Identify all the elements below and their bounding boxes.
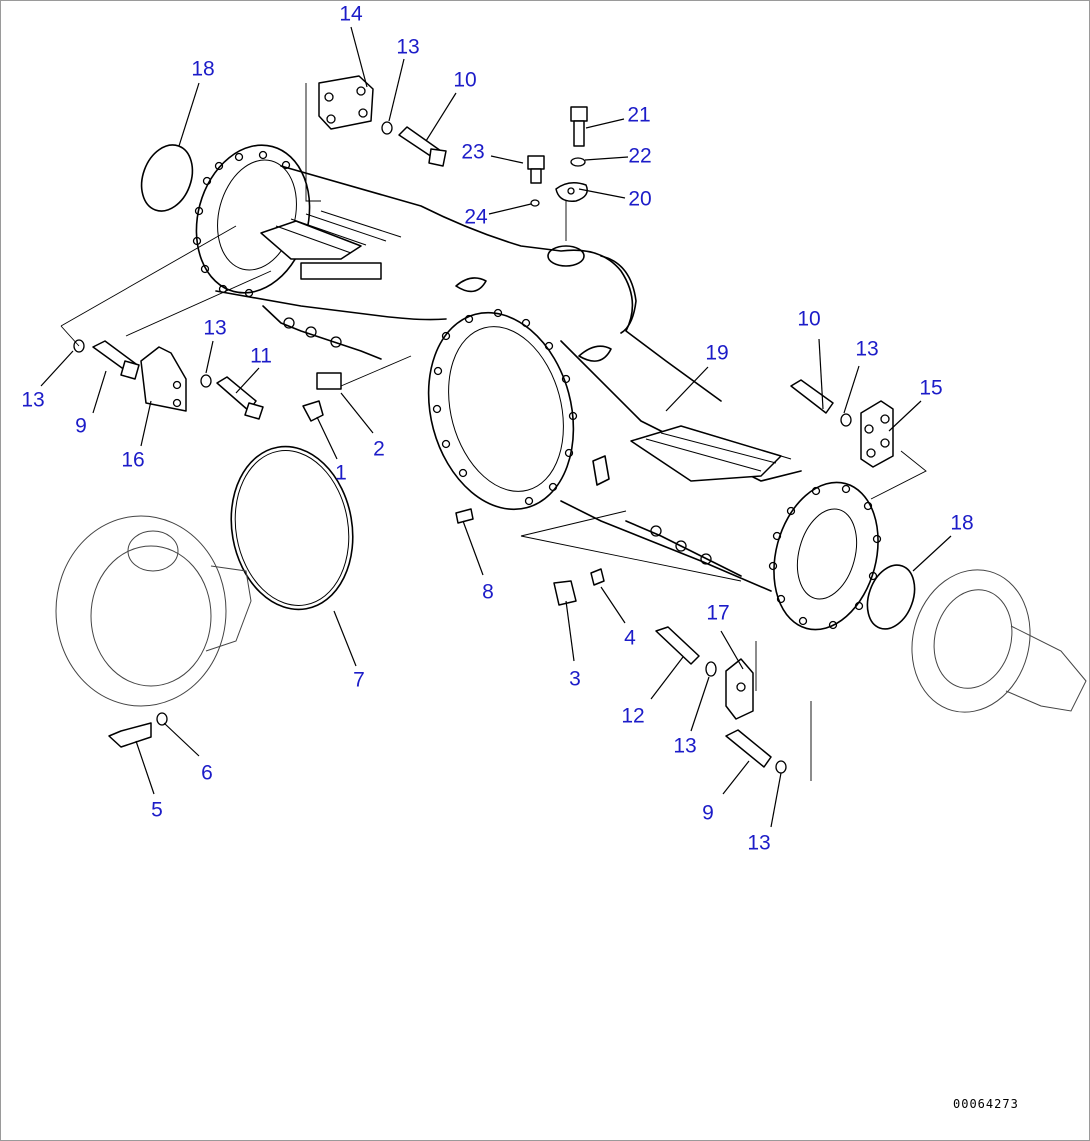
drawing-number: 00064273 bbox=[953, 1097, 1019, 1111]
final-drive-housing-ghost bbox=[55, 515, 252, 707]
o-ring-18-right bbox=[866, 564, 916, 630]
callout-8: 8 bbox=[482, 580, 494, 604]
callout-16: 16 bbox=[121, 448, 145, 472]
gasket-7 bbox=[230, 445, 354, 611]
callout-12: 12 bbox=[621, 704, 645, 728]
flange-bolt-holes bbox=[192, 150, 882, 630]
callout-5: 5 bbox=[151, 798, 163, 822]
o-ring-18-left bbox=[140, 144, 194, 212]
callout-21: 21 bbox=[627, 103, 651, 127]
callout-17: 17 bbox=[706, 601, 730, 625]
washers bbox=[73, 121, 852, 774]
assembly-guides bbox=[60, 83, 927, 781]
bracket-15 bbox=[860, 400, 894, 468]
callout-24: 24 bbox=[464, 205, 488, 229]
cover-20 bbox=[555, 182, 588, 202]
callout-13: 13 bbox=[855, 337, 879, 361]
bracket-14 bbox=[318, 75, 374, 130]
callout-13: 13 bbox=[747, 831, 771, 855]
callout-13: 13 bbox=[673, 734, 697, 758]
bracket-16 bbox=[140, 346, 187, 412]
bolts bbox=[92, 106, 834, 768]
callout-14: 14 bbox=[339, 2, 363, 26]
callout-22: 22 bbox=[628, 144, 652, 168]
callout-13: 13 bbox=[396, 35, 420, 59]
callout-6: 6 bbox=[201, 761, 213, 785]
callout-11: 11 bbox=[250, 344, 272, 368]
callout-20: 20 bbox=[628, 187, 652, 211]
callout-7: 7 bbox=[353, 668, 365, 692]
callout-10: 10 bbox=[453, 68, 477, 92]
axle-shaft-ghost bbox=[911, 569, 1087, 713]
callout-13: 13 bbox=[203, 316, 227, 340]
callout-13: 13 bbox=[21, 388, 45, 412]
callout-9: 9 bbox=[702, 801, 714, 825]
callout-23: 23 bbox=[461, 140, 485, 164]
callout-3: 3 bbox=[569, 667, 581, 691]
bracket-17 bbox=[725, 658, 754, 720]
callout-19: 19 bbox=[705, 341, 729, 365]
callout-18: 18 bbox=[191, 57, 215, 81]
axle-housing bbox=[195, 144, 879, 631]
callout-4: 4 bbox=[624, 626, 636, 650]
callout-10: 10 bbox=[797, 307, 821, 331]
callout-2: 2 bbox=[373, 437, 385, 461]
callout-15: 15 bbox=[919, 376, 943, 400]
callout-9: 9 bbox=[75, 414, 87, 438]
callout-18: 18 bbox=[950, 511, 974, 535]
leader-lines bbox=[40, 26, 952, 828]
callout-1: 1 bbox=[335, 461, 347, 485]
